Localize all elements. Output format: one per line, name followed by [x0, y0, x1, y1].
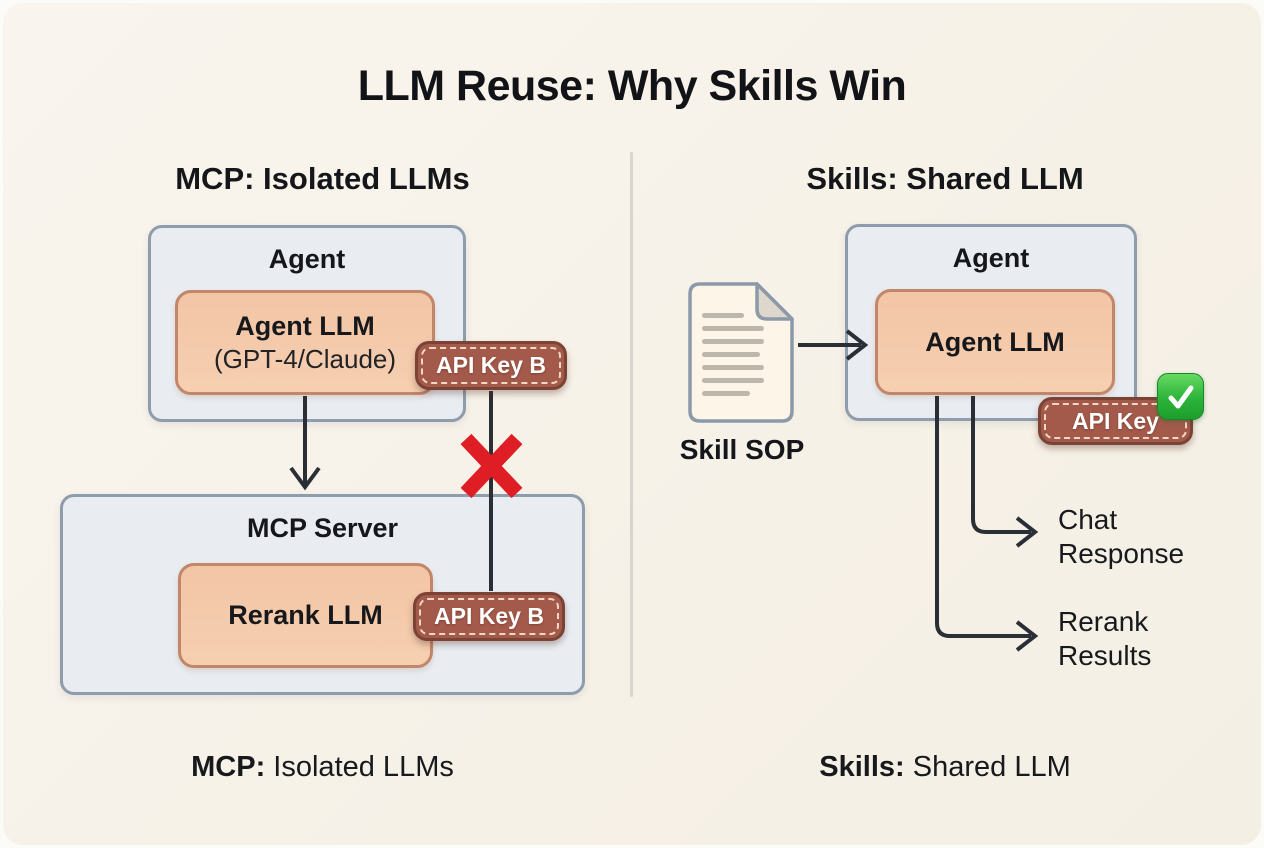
left-agent-box-title: Agent	[268, 244, 346, 274]
left-agent-llm-subtitle: (GPT-4/Claude)	[213, 343, 397, 374]
diagram-title: LLM Reuse: Why Skills Win	[357, 62, 907, 110]
document-icon	[687, 281, 795, 424]
left-caption-rest: Isolated LLMs	[265, 751, 454, 783]
chat-response-label: Chat Response	[1058, 503, 1184, 571]
rerank-results-label: Rerank Results	[1058, 605, 1151, 673]
right-agent-box-title: Agent	[952, 243, 1030, 273]
skill-sop-label: Skill SOP	[679, 434, 805, 465]
green-check-icon	[1157, 373, 1204, 420]
column-divider	[630, 152, 633, 697]
rerank-results-line2: Results	[1058, 640, 1152, 671]
right-agent-llm-title: Agent LLM	[925, 326, 1065, 357]
left-agent-llm-box: Agent LLM (GPT-4/Claude)	[175, 290, 435, 395]
document-icon-graphic	[688, 282, 794, 423]
left-agent-llm-title: Agent LLM	[235, 310, 375, 341]
chat-response-line2: Response	[1058, 538, 1185, 569]
api-key-b-badge-agent: API Key B	[415, 341, 567, 390]
api-key-badge-shared-label: API Key	[1072, 407, 1159, 434]
right-caption: Skills: Shared LLM	[680, 751, 1210, 784]
api-key-b-badge-mcp-label: API Key B	[434, 603, 544, 629]
right-caption-bold: Skills:	[819, 751, 905, 783]
mcp-server-box-title: MCP Server	[246, 513, 399, 543]
rerank-llm-box: Rerank LLM	[178, 563, 433, 668]
right-caption-rest: Shared LLM	[904, 751, 1071, 783]
rerank-results-line1: Rerank	[1058, 606, 1149, 637]
rerank-llm-title: Rerank LLM	[228, 600, 383, 630]
right-agent-llm-box: Agent LLM	[875, 289, 1115, 395]
right-column-heading: Skills: Shared LLM	[806, 161, 1084, 196]
chat-response-line1: Chat	[1058, 504, 1118, 535]
left-caption-bold: MCP:	[191, 751, 266, 783]
left-column-heading: MCP: Isolated LLMs	[175, 161, 470, 196]
api-key-b-badge-agent-label: API Key B	[436, 352, 546, 378]
api-key-b-badge-mcp: API Key B	[413, 592, 565, 641]
left-caption: MCP: Isolated LLMs	[60, 751, 585, 784]
